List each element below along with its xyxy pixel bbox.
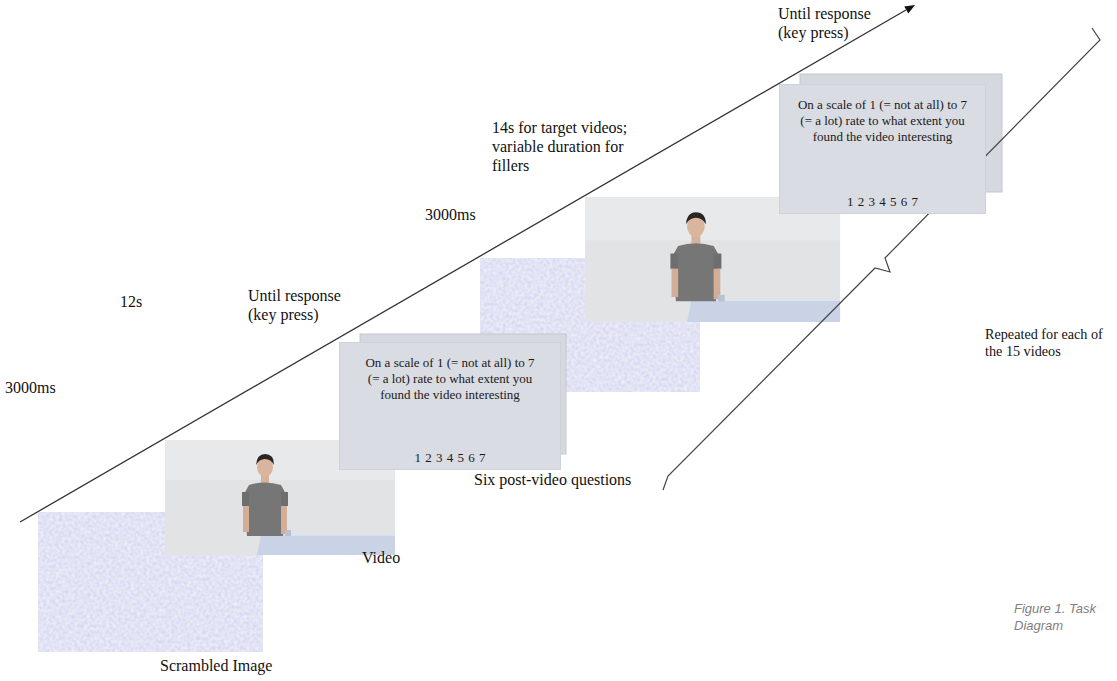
- timing-label: 12s: [120, 292, 142, 311]
- rating-scale: 1 2 3 4 5 6 7: [415, 442, 486, 466]
- question-card: On a scale of 1 (= not at all) to 7 (= a…: [340, 343, 560, 469]
- arrow-head: [904, 5, 915, 14]
- timing-label: Six post-video questions: [474, 470, 631, 489]
- timing-label: Until response (key press): [248, 286, 370, 324]
- question-text: On a scale of 1 (= not at all) to 7 (= a…: [364, 355, 536, 403]
- timing-label: Video: [362, 548, 400, 567]
- timeline-line: [20, 10, 906, 522]
- rating-scale: 1 2 3 4 5 6 7: [847, 186, 918, 210]
- timing-label: 3000ms: [425, 205, 476, 224]
- timing-label: Repeated for each of the 15 videos: [985, 326, 1115, 360]
- timing-label: Scrambled Image: [160, 656, 272, 675]
- timing-label: 14s for target videos; variable duration…: [492, 118, 660, 175]
- figure-caption: Figure 1. Task Diagram: [1014, 600, 1112, 634]
- question-card: On a scale of 1 (= not at all) to 7 (= a…: [780, 85, 985, 213]
- timing-label: 3000ms: [5, 378, 56, 397]
- timing-label: Until response (key press): [778, 4, 900, 42]
- curly-brace: [663, 28, 1100, 490]
- question-text: On a scale of 1 (= not at all) to 7 (= a…: [797, 97, 969, 145]
- video-frame: [585, 197, 840, 322]
